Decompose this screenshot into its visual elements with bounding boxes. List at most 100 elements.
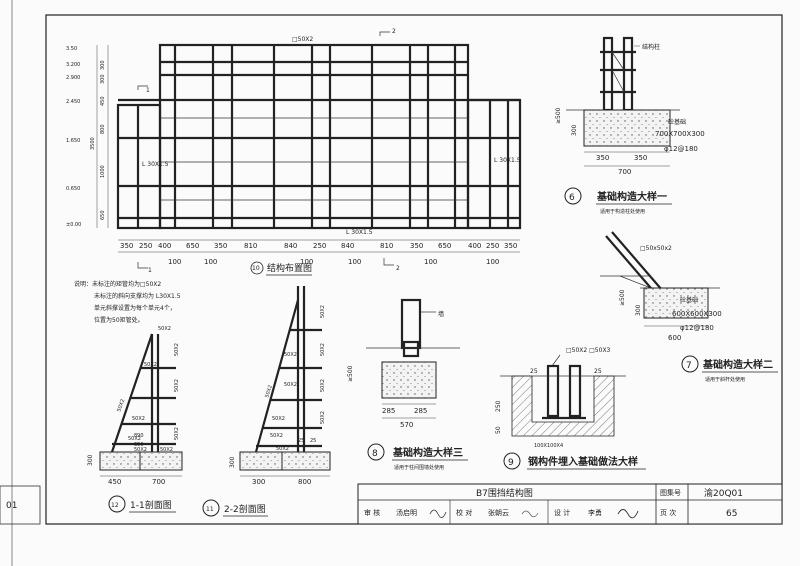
frame-grid (116, 43, 522, 230)
section-cut-label: 2 (396, 265, 400, 272)
drawing-number-circle (108, 495, 126, 513)
pipe-label: 50X2 (270, 433, 283, 439)
detail-number-circle (681, 355, 699, 373)
dim-text: 300 (87, 454, 94, 466)
dim-total: 570 (400, 421, 413, 429)
detail-subtitle: 适用于构造柱处使用 (600, 208, 645, 215)
dim-text: 100 (486, 258, 499, 266)
elevation-label: 2.450 (66, 99, 80, 105)
dim-text: 350 (214, 242, 227, 250)
pipe-label: 50X2 (174, 379, 180, 392)
drawing-title: B7围挡结构图 (476, 487, 533, 499)
elevation-label: 3.200 (66, 62, 80, 68)
dim-text: 250 (495, 400, 502, 412)
reviewer-name: 汤启明 (396, 508, 417, 517)
dim-text: 100 (348, 258, 361, 266)
drawing-number: 11 (206, 506, 214, 513)
vertical-dim-text: 650 (100, 210, 106, 220)
diagonal-brace (110, 333, 154, 453)
note-line: 说明：未标注的矩管均为□50X2 (74, 280, 161, 288)
checker-name: 张朝云 (488, 508, 509, 517)
pipe-label: 50X2 (144, 362, 157, 368)
concrete-texture (644, 288, 708, 318)
section-cut-label: 1 (148, 267, 152, 274)
pipe-label: 50X2 (276, 446, 289, 452)
dim-depth: 300 (635, 304, 642, 316)
dim-text: 100 (300, 258, 313, 266)
page-label: 页 次 (660, 508, 676, 517)
detail-title: 基础构造大样一 (596, 190, 667, 203)
dim-text: 450 (108, 478, 121, 486)
drawing-number: 10 (252, 265, 260, 272)
pipe-labels: 50X2 50X2 50X2 50X2 50X2 50X2 50X2 50X2 … (264, 305, 326, 452)
dim-text: 50 (495, 426, 502, 434)
pipe-label: 50X2 (158, 326, 171, 332)
dim-text: 810 (380, 242, 393, 250)
dim-height: ≥500 (619, 289, 626, 306)
concrete-texture (100, 452, 182, 470)
vertical-dim-total: 3500 (90, 137, 96, 150)
dim-text: 25 (298, 438, 304, 444)
vertical-dims: 300 300 450 800 1000 650 3500 (90, 60, 106, 220)
elevation-label: 1.650 (66, 138, 80, 144)
pipe-label: 50X2 (320, 305, 326, 318)
detail-number-circle (367, 443, 385, 461)
dim-text: 650 (186, 242, 199, 250)
pipe-label: □50X2 (292, 36, 313, 43)
page-edge-box (0, 485, 41, 525)
checker-signature (521, 510, 539, 518)
pipe-label: 50X2 (320, 343, 326, 356)
designer-name: 李勇 (588, 508, 602, 517)
dim-height: ≥500 (347, 365, 354, 382)
pipe-label: 50X2 (134, 447, 147, 453)
dim-text: 25 (594, 368, 602, 375)
pipe-label: 50X2 (272, 416, 285, 422)
page-edge-number: 01 (6, 501, 17, 511)
pipe-label: 50X2 (264, 384, 274, 398)
diagonal-brace (254, 299, 300, 453)
dim-text: 300 (252, 478, 265, 486)
elevation-label: 0.650 (66, 186, 80, 192)
drawing-number: 12 (111, 502, 119, 509)
dim-total: 700 (618, 168, 631, 176)
dim-text: 250 (313, 242, 326, 250)
design-label: 设 计 (554, 508, 570, 517)
label-concrete: 砼基础 (668, 118, 686, 126)
embedded-steel (546, 364, 560, 418)
check-label: 校 对 (456, 508, 472, 517)
dim-text: 100 (168, 258, 181, 266)
pipe-label: 50X2 (320, 379, 326, 392)
dim-text: 840 (284, 242, 297, 250)
detail-number: 8 (372, 449, 378, 459)
label-rebar: φ12@180 (680, 324, 714, 332)
label-rebar: φ12@180 (664, 145, 698, 153)
concrete-texture (240, 452, 330, 470)
brace-label: L 30X1.5 (142, 161, 169, 168)
label-plate: 100X100X4 (534, 443, 563, 449)
detail-title: 钢构件埋入基础做法大样 (528, 455, 638, 468)
dim-text: 350 (504, 242, 517, 250)
pipe-label: 50X2 (320, 411, 326, 424)
dim-total: 600 (668, 334, 681, 342)
section-1-1: 50X2 50X2 50X2 50X2 50X2 50X2 50X2 50X2 … (87, 326, 183, 513)
detail-title: 基础构造大样二 (702, 358, 773, 371)
pipe-label: 50X2 (174, 343, 180, 356)
brace-label: L 30X1.5 (494, 157, 521, 164)
title-block-frame (357, 483, 783, 525)
dim-text: 810 (244, 242, 257, 250)
label-column: 结构柱 (642, 43, 660, 51)
section-cut-marker (379, 31, 390, 36)
dim-text: 25 (530, 368, 538, 375)
label-pipes: □50X2 □50X3 (566, 347, 611, 354)
leader-line (551, 354, 561, 367)
vertical-dim-text: 450 (100, 96, 106, 106)
dim-half: 285 (414, 407, 427, 415)
detail-6: 结构柱 砼基础 700X700X300 φ12@180 ≥500 300 350… (555, 36, 705, 215)
elevation-label: 3.50 (66, 46, 77, 52)
vertical-dim-text: 300 (100, 60, 106, 70)
dim-text: 400 (468, 242, 481, 250)
vertical-dim-text: 300 (100, 74, 106, 84)
pipe-label: 50X2 (128, 436, 141, 442)
atlas-number: 渝20Q01 (704, 487, 743, 499)
